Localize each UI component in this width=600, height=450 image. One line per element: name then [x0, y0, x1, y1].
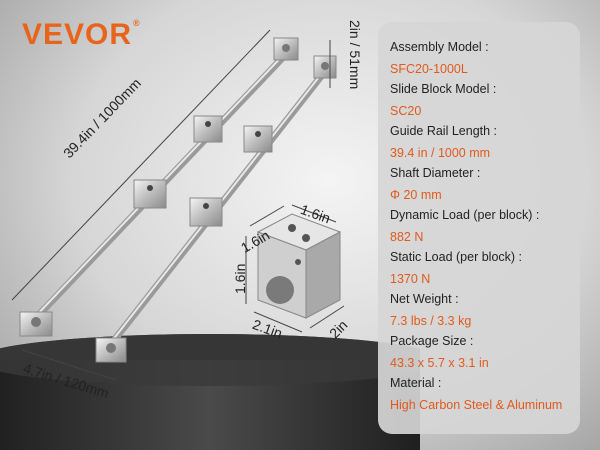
spec-label-shaft-diameter: Shaft Diameter : — [390, 166, 481, 180]
slide-block-2 — [133, 179, 167, 209]
shaft-support-base-2 — [95, 337, 127, 363]
brand-logo: VEVOR® — [22, 18, 141, 51]
slide-block-4 — [189, 197, 223, 227]
block-height-label: 1.6in — [232, 263, 248, 294]
spec-value-dynamic-load: 882 N — [390, 230, 424, 244]
support-height-label: 2in / 51mm — [347, 20, 363, 90]
spec-label-net-weight: Net Weight : — [390, 292, 459, 306]
slide-block-3 — [243, 125, 273, 153]
spec-panel — [378, 22, 580, 434]
slide-block-1 — [193, 115, 223, 143]
block-depth-line — [309, 305, 345, 329]
spec-label-guide-rail-length: Guide Rail Length : — [390, 124, 498, 138]
shaft-support-end-1 — [273, 37, 299, 61]
slide-block-detail — [256, 213, 342, 319]
spec-value-slide-block-model: SC20 — [390, 104, 422, 118]
spec-label-material: Material : — [390, 376, 442, 390]
shaft-support-base-1 — [19, 311, 53, 337]
block-width-line — [253, 311, 303, 333]
block-side-line — [249, 205, 285, 227]
spec-label-package-size: Package Size : — [390, 334, 474, 348]
spec-value-shaft-diameter: Φ 20 mm — [390, 188, 442, 202]
spec-label-slide-block-model: Slide Block Model : — [390, 82, 497, 96]
spec-value-guide-rail-length: 39.4 in / 1000 mm — [390, 146, 491, 160]
block-top-line — [291, 204, 337, 223]
spec-value-static-load: 1370 N — [390, 272, 431, 286]
spec-label-assembly-model: Assembly Model : — [390, 40, 489, 54]
rail-length-line — [11, 29, 271, 301]
base-width-line — [21, 349, 117, 381]
spec-value-material: High Carbon Steel & Aluminum — [390, 398, 563, 412]
spec-label-static-load: Static Load (per block) : — [390, 250, 523, 264]
spec-label-dynamic-load: Dynamic Load (per block) : — [390, 208, 540, 222]
spec-value-assembly-model: SFC20-1000L — [390, 62, 468, 76]
product-illustration — [11, 29, 345, 381]
spec-value-package-size: 43.3 x 5.7 x 3.1 in — [390, 356, 489, 370]
shaft-support-end-2 — [313, 55, 337, 79]
spec-value-net-weight: 7.3 lbs / 3.3 kg — [390, 314, 472, 328]
